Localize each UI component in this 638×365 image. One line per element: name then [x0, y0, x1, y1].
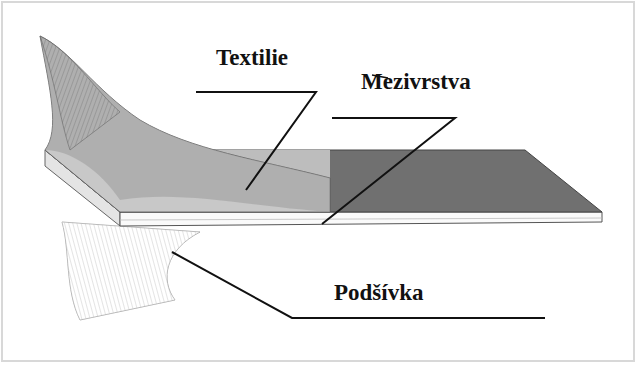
layer-label: Mezivrstva: [361, 70, 471, 93]
layer-label: Podšívka: [334, 281, 423, 304]
layer-label: Textilie: [216, 46, 288, 69]
